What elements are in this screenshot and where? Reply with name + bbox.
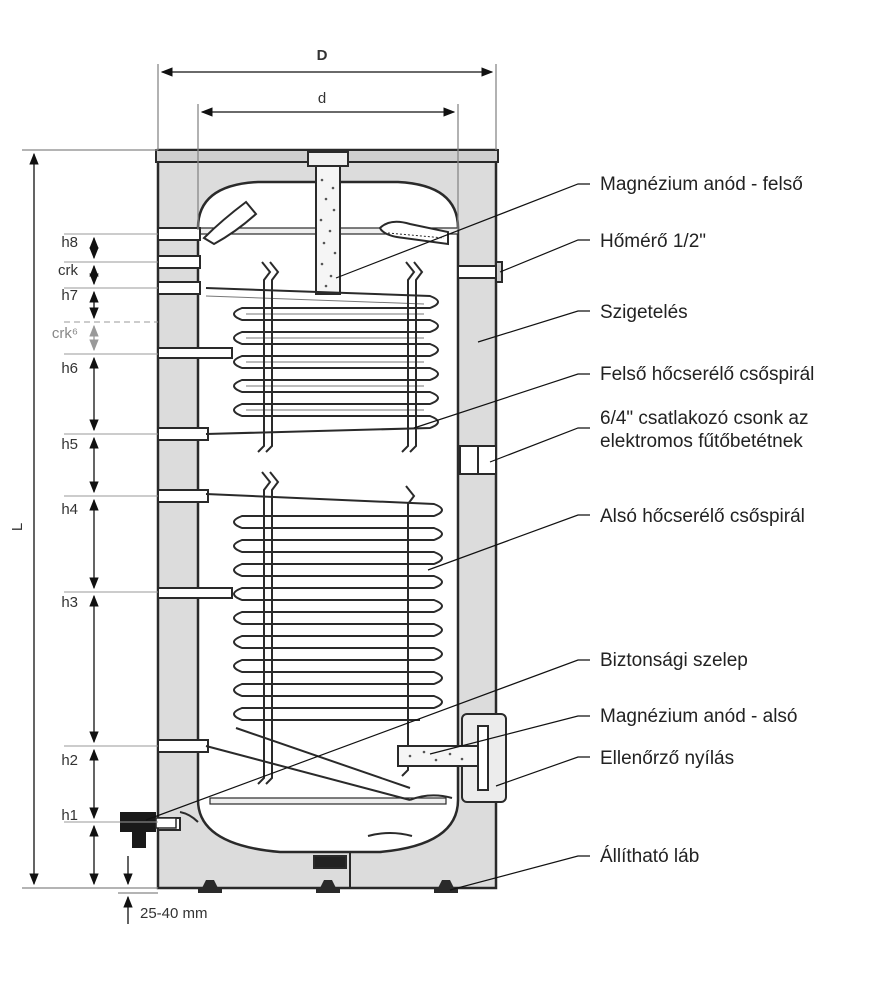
dim-length: L — [9, 523, 26, 531]
callout-leader-lower-coil — [427, 514, 590, 571]
callout-label-anode-top: Magnézium anód - felső — [600, 174, 803, 195]
height-label: h4 — [61, 501, 78, 518]
top-dimensions — [157, 64, 497, 230]
callout-label-lower-coil: Alsó hőcserélő csőspirál — [600, 506, 805, 527]
callout-leader-feet — [449, 855, 590, 891]
bottom-drain — [179, 811, 413, 888]
coil-supports — [257, 261, 424, 785]
callout-leader-anode-bottom — [429, 715, 590, 755]
callout-label-insulation: Szigetelés — [600, 302, 688, 323]
callout-label-inspection: Ellenőrző nyílás — [600, 748, 734, 769]
callout-leader-anode-top — [335, 183, 590, 279]
callout-leader-inspection — [495, 756, 590, 787]
inspection-opening — [397, 713, 507, 803]
height-label: h1 — [61, 807, 78, 824]
height-label: h7 — [61, 287, 78, 304]
callout-label-upper-coil: Felső hőcserélő csőspirál — [600, 364, 814, 385]
callout-leader-upper-coil — [413, 373, 590, 429]
callout-label-feet: Állítható láb — [600, 846, 699, 867]
height-label: h6 — [61, 360, 78, 377]
height-label: h2 — [61, 752, 78, 769]
height-label: h3 — [61, 594, 78, 611]
top-anode — [307, 151, 349, 295]
adjustable-feet — [198, 880, 458, 893]
callout-label-safety-valve: Biztonsági szelep — [600, 650, 748, 671]
height-label: crk⁶ — [52, 325, 78, 342]
height-label: crk — [58, 262, 78, 279]
callout-leader-insulation — [477, 310, 590, 343]
dim-outer-diameter: D — [317, 47, 328, 64]
callout-label-anode-bottom: Magnézium anód - alsó — [600, 706, 798, 727]
callout-label-heater-socket: 6/4" csatlakozó csonk az — [600, 408, 808, 429]
callout-label-heater-socket: elektromos fűtőbetétnek — [600, 431, 803, 452]
dim-foot-range: 25-40 mm — [140, 905, 208, 922]
right-fittings — [457, 261, 503, 475]
height-dimension-chain: h1 h2 h3 h4 h5 h6 crk⁶ h7 crk h8 — [52, 233, 158, 886]
top-fittings — [202, 200, 449, 246]
foot-range-dimension — [118, 856, 158, 924]
upper-coil — [205, 287, 439, 435]
length-dimension — [22, 149, 158, 889]
callout-leader-heater-socket — [489, 427, 590, 463]
side-nozzles — [157, 227, 233, 831]
dim-inner-diameter: d — [318, 90, 326, 107]
height-label: h5 — [61, 436, 78, 453]
callout-leader-safety-valve — [145, 659, 590, 821]
callout-leader-thermometer — [499, 239, 590, 273]
height-label: h8 — [61, 234, 78, 251]
callout-label-thermometer: Hőmérő 1/2" — [600, 231, 706, 252]
